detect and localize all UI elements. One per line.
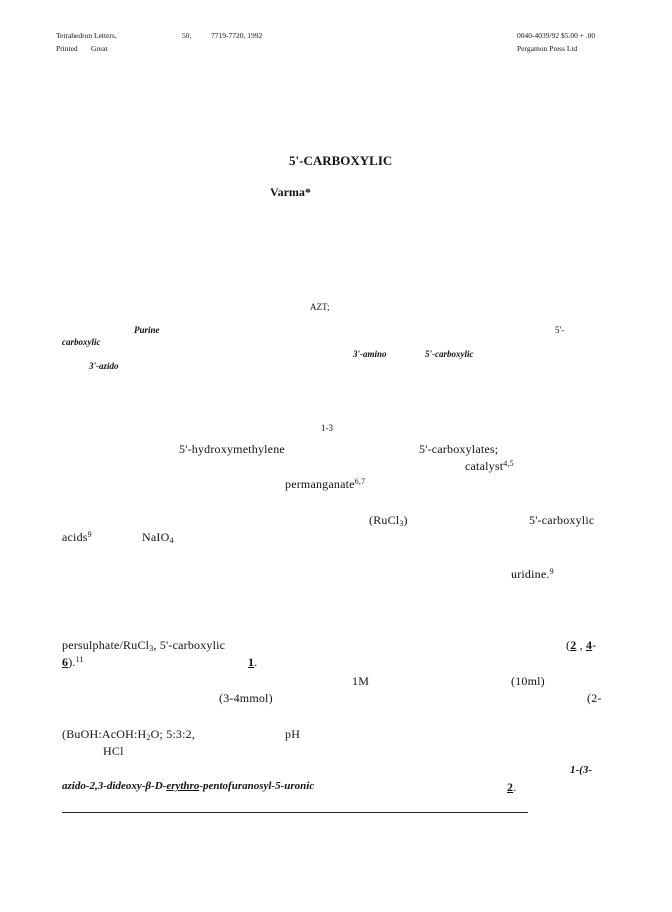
compound-ref-11: 11 <box>75 655 84 664</box>
text-carboxylates: 5'-carboxylates; <box>419 442 499 456</box>
text-uridine: uridine.9 <box>511 567 554 581</box>
publisher: Pergamon Press Ltd <box>517 44 578 53</box>
text-two-dash: (2- <box>587 691 602 705</box>
footnote-rule <box>62 812 528 813</box>
text-hcl: HCl <box>103 744 124 758</box>
text-one-molar: 1M <box>352 674 370 688</box>
compound-2-ref: 2 <box>570 638 577 652</box>
abstract-three-azido: 3'-azido <box>89 361 119 371</box>
compound-6-ref: 6 <box>62 655 69 669</box>
author-name: Varma* <box>270 185 311 199</box>
abstract-three-amino: 3'-amino <box>353 349 387 359</box>
compound-2-final: 2. <box>507 780 517 794</box>
abstract-azt: AZT; <box>310 302 330 312</box>
catalyst-ref: 4,5 <box>503 459 514 468</box>
compound-list-end: 6).11 <box>62 655 84 669</box>
text-rucl3: (RuCl3) <box>369 513 408 528</box>
text-catalyst: catalyst4,5 <box>465 459 514 473</box>
text-one-three: 1-(3- <box>570 764 592 776</box>
issn-price: 0040-4039/92 $5.00 + .00 <box>517 31 596 40</box>
abstract-carboxylic: carboxylic <box>62 337 101 347</box>
acids-ref: 9 <box>87 530 92 539</box>
printed-country: Great <box>91 44 108 53</box>
paper-title: 5'-CARBOXYLIC <box>289 153 393 168</box>
abstract-five-prime: 5'- <box>555 325 565 335</box>
text-acids: acids9 <box>62 530 92 544</box>
text-ph: pH <box>285 727 301 741</box>
compound-4-ref: 4 <box>586 638 593 652</box>
erythro-label: erythro <box>166 780 200 792</box>
printed-label: Printed <box>56 44 78 53</box>
text-naio4: NaIO4 <box>142 530 174 545</box>
journal-name: Tetrahedron Letters, <box>56 31 117 40</box>
text-ten-ml: (10ml) <box>511 674 545 688</box>
text-solvent: (BuOH:AcOH:H2O; 5:3:2, <box>62 727 196 742</box>
text-persulphate: persulphate/RuCl3, 5'-carboxylic <box>62 638 226 653</box>
journal-volume: 50, <box>182 31 192 40</box>
text-carboxylic-right: 5'-carboxylic <box>529 513 595 527</box>
text-hydroxymethylene: 5'-hydroxymethylene <box>179 442 285 456</box>
text-permanganate: permanganate6,7 <box>285 477 366 491</box>
text-mmol: (3-4mmol) <box>219 691 273 705</box>
text-azido-compound: azido-2,3-dideoxy-β-D-erythro-pentofuran… <box>62 780 315 792</box>
abstract-five-carboxylic: 5'-carboxylic <box>425 349 474 359</box>
permanganate-ref: 6,7 <box>354 477 366 486</box>
uridine-ref: 9 <box>549 567 554 576</box>
compound-1-ref: 1. <box>248 655 258 669</box>
journal-pages-year: 7719-7720, 1992 <box>211 31 263 40</box>
ref-1-3: 1-3 <box>321 423 333 433</box>
abstract-purine: Purine <box>134 325 160 335</box>
compound-list: (2 , 4- <box>566 638 597 652</box>
